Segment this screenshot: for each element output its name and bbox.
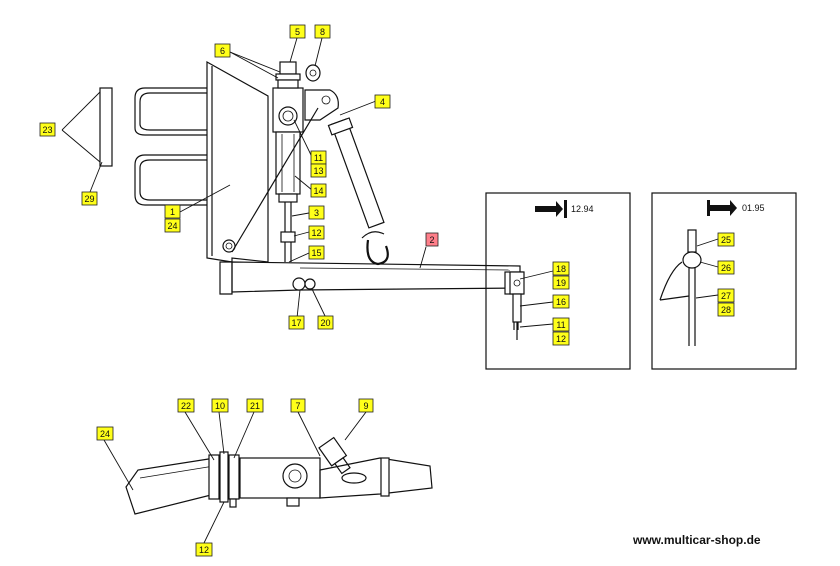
svg-text:3: 3 bbox=[314, 208, 319, 218]
label-16: 16 bbox=[552, 294, 570, 309]
label-20: 20 bbox=[317, 315, 334, 330]
label-15: 15 bbox=[308, 245, 325, 260]
detail-ref-left: 12.94 bbox=[571, 204, 594, 214]
svg-text:6: 6 bbox=[220, 46, 225, 56]
svg-text:4: 4 bbox=[380, 97, 385, 107]
label-29: 29 bbox=[81, 191, 98, 206]
label-17: 17 bbox=[288, 315, 305, 330]
svg-text:24: 24 bbox=[100, 429, 110, 439]
detail-box-left: 12.94 bbox=[485, 192, 631, 370]
bottom-assembly bbox=[125, 436, 433, 515]
svg-text:9: 9 bbox=[363, 401, 368, 411]
label-12-bottom: 12 bbox=[195, 542, 213, 557]
label-21: 21 bbox=[246, 398, 264, 413]
label-11: 11 bbox=[310, 150, 327, 165]
svg-text:5: 5 bbox=[295, 27, 300, 37]
svg-text:29: 29 bbox=[84, 194, 94, 204]
svg-text:24: 24 bbox=[167, 221, 177, 231]
svg-text:12: 12 bbox=[311, 228, 321, 238]
label-18: 18 bbox=[552, 261, 570, 276]
label-7: 7 bbox=[290, 398, 306, 413]
svg-text:20: 20 bbox=[320, 318, 330, 328]
label-28: 28 bbox=[717, 302, 735, 317]
label-22: 22 bbox=[177, 398, 195, 413]
main-assembly bbox=[99, 60, 524, 330]
label-25: 25 bbox=[717, 232, 735, 247]
label-19: 19 bbox=[552, 275, 570, 290]
svg-text:25: 25 bbox=[721, 235, 731, 245]
svg-text:7: 7 bbox=[295, 401, 300, 411]
svg-text:14: 14 bbox=[313, 186, 323, 196]
label-5: 5 bbox=[289, 24, 306, 39]
svg-text:17: 17 bbox=[291, 318, 301, 328]
svg-text:19: 19 bbox=[556, 278, 566, 288]
svg-text:27: 27 bbox=[721, 291, 731, 301]
svg-text:16: 16 bbox=[556, 297, 566, 307]
label-12-mid: 12 bbox=[308, 225, 325, 240]
label-8: 8 bbox=[314, 24, 331, 39]
label-6: 6 bbox=[214, 43, 231, 58]
label-10: 10 bbox=[211, 398, 229, 413]
label-12-detail: 12 bbox=[552, 331, 570, 346]
label-24-top: 24 bbox=[164, 218, 181, 233]
detail-box-right: 01.95 bbox=[651, 192, 797, 370]
label-26: 26 bbox=[717, 260, 735, 275]
label-1: 1 bbox=[164, 204, 181, 219]
svg-text:12: 12 bbox=[556, 334, 566, 344]
svg-text:8: 8 bbox=[320, 27, 325, 37]
label-14: 14 bbox=[310, 183, 327, 198]
svg-text:2: 2 bbox=[429, 235, 434, 245]
label-11-detail: 11 bbox=[552, 317, 570, 332]
svg-text:21: 21 bbox=[250, 401, 260, 411]
label-3: 3 bbox=[308, 205, 325, 220]
svg-text:1: 1 bbox=[170, 207, 175, 217]
label-27: 27 bbox=[717, 288, 735, 303]
svg-text:11: 11 bbox=[314, 153, 323, 163]
label-23: 23 bbox=[39, 122, 56, 137]
svg-text:15: 15 bbox=[311, 248, 321, 258]
svg-text:22: 22 bbox=[181, 401, 191, 411]
label-2: 2 bbox=[425, 232, 439, 247]
svg-text:10: 10 bbox=[215, 401, 225, 411]
label-9: 9 bbox=[358, 398, 374, 413]
callout-labels: 23 29 1 24 6 5 8 4 11 13 14 3 12 15 2 17… bbox=[39, 24, 735, 557]
leader-lines bbox=[61, 37, 719, 544]
svg-text:13: 13 bbox=[313, 166, 323, 176]
website-url[interactable]: www.multicar-shop.de bbox=[633, 533, 761, 547]
svg-text:23: 23 bbox=[42, 125, 52, 135]
label-13: 13 bbox=[310, 163, 327, 178]
svg-text:26: 26 bbox=[721, 263, 731, 273]
label-24-bottom: 24 bbox=[96, 426, 114, 441]
svg-text:12: 12 bbox=[199, 545, 209, 555]
svg-text:28: 28 bbox=[721, 305, 731, 315]
detail-ref-right: 01.95 bbox=[742, 203, 765, 213]
svg-text:11: 11 bbox=[556, 320, 565, 330]
label-4: 4 bbox=[374, 94, 391, 109]
svg-text:18: 18 bbox=[556, 264, 566, 274]
